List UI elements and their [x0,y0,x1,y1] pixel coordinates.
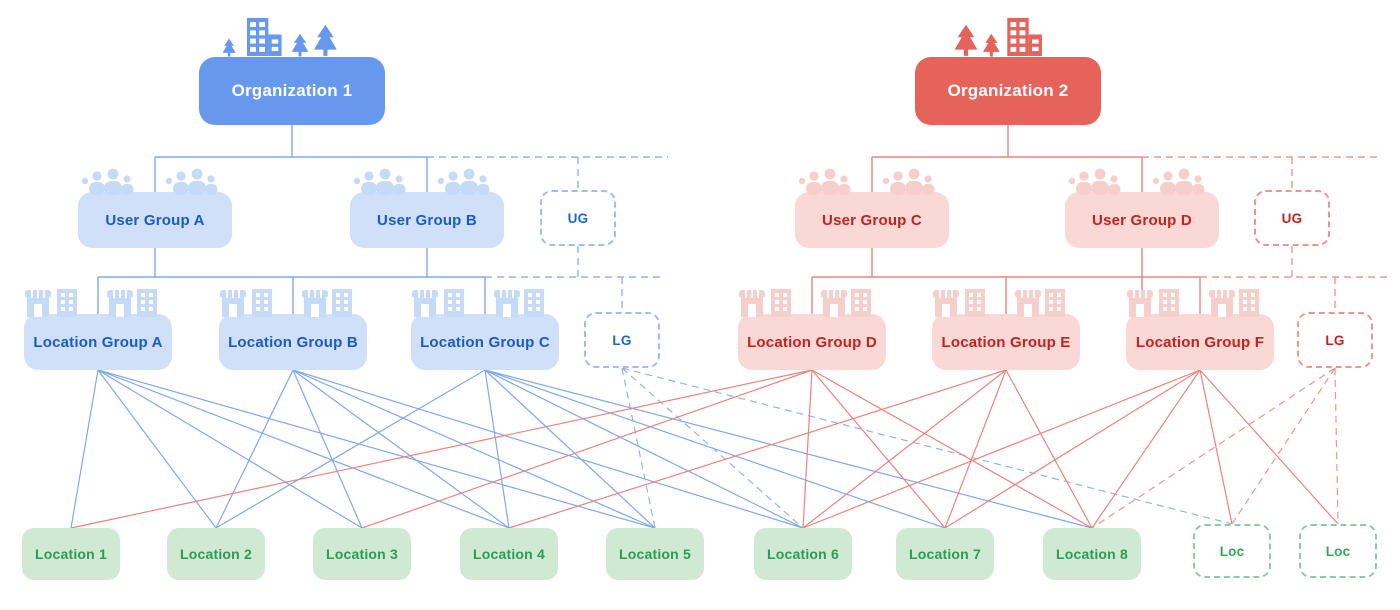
location-4-node: Location 4 [460,528,558,580]
org1-node: Organization 1 [199,57,385,125]
user-group-d-label: User Group D [1092,212,1192,229]
location-1-node: Location 1 [22,528,120,580]
location-group-a-node: Location Group A [24,314,172,370]
user-group-placeholder-red: UG [1254,190,1330,246]
location-group-f-label: Location Group F [1136,334,1264,351]
ug-placeholder-label: UG [568,211,589,226]
location-group-c-label: Location Group C [420,334,550,351]
loc-placeholder-label: Loc [1326,544,1351,559]
user-group-a-node: User Group A [78,192,232,248]
location-group-e-label: Location Group E [941,334,1070,351]
location-group-b-node: Location Group B [219,314,367,370]
location-group-e-node: Location Group E [932,314,1080,370]
lg-placeholder-label: LG [1325,333,1344,348]
ug-placeholder-label: UG [1282,211,1303,226]
location-6-node: Location 6 [754,528,852,580]
location-4-label: Location 4 [473,546,545,562]
user-group-placeholder-blue: UG [540,190,616,246]
location-group-placeholder-blue: LG [584,312,660,368]
location-7-label: Location 7 [909,546,981,562]
location-placeholder-2: Loc [1299,524,1377,578]
org1-label: Organization 1 [232,81,353,101]
user-group-c-node: User Group C [795,192,949,248]
lg-placeholder-label: LG [612,333,631,348]
location-placeholder-1: Loc [1193,524,1271,578]
location-5-label: Location 5 [619,546,691,562]
location-group-f-node: Location Group F [1126,314,1274,370]
location-group-d-label: Location Group D [747,334,877,351]
user-group-d-node: User Group D [1065,192,1219,248]
user-group-b-label: User Group B [377,212,477,229]
user-group-c-label: User Group C [822,212,922,229]
location-group-a-label: Location Group A [33,334,162,351]
location-8-node: Location 8 [1043,528,1141,580]
location-2-node: Location 2 [167,528,265,580]
loc-placeholder-label: Loc [1220,544,1245,559]
location-group-b-label: Location Group B [228,334,358,351]
org2-node: Organization 2 [915,57,1101,125]
location-5-node: Location 5 [606,528,704,580]
location-group-d-node: Location Group D [738,314,886,370]
location-group-c-node: Location Group C [411,314,559,370]
location-7-node: Location 7 [896,528,994,580]
location-6-label: Location 6 [767,546,839,562]
location-8-label: Location 8 [1056,546,1128,562]
location-group-placeholder-red: LG [1297,312,1373,368]
org2-label: Organization 2 [948,81,1069,101]
location-1-label: Location 1 [35,546,107,562]
user-group-b-node: User Group B [350,192,504,248]
location-3-node: Location 3 [313,528,411,580]
location-2-label: Location 2 [180,546,252,562]
location-3-label: Location 3 [326,546,398,562]
user-group-a-label: User Group A [105,212,204,229]
